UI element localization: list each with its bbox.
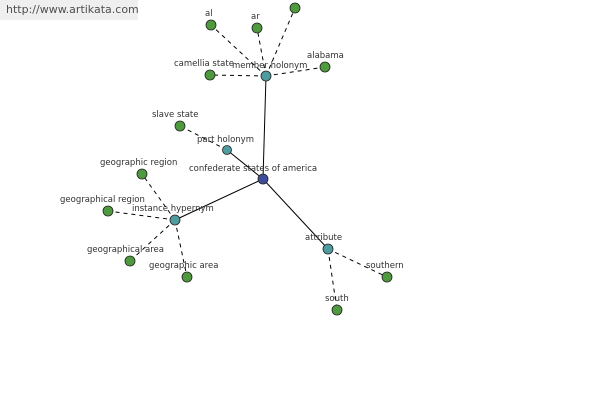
node-geographical-region[interactable] <box>102 205 114 217</box>
node-camellia-state[interactable] <box>204 69 216 81</box>
node-label-alabama: alabama <box>307 51 344 61</box>
node-label-geographic-region: geographic region <box>100 158 177 168</box>
node-unlabeled[interactable] <box>289 2 301 14</box>
edge-member-holonym-to-camellia-state <box>209 74 267 77</box>
edge-attribute-to-south <box>327 248 338 311</box>
edge-instance-hypernym-to-geographical-area <box>129 219 176 262</box>
edge-attribute-to-southern <box>327 248 388 278</box>
node-al[interactable] <box>205 19 217 31</box>
node-instance-hypernym[interactable] <box>169 214 181 226</box>
node-label-ar: ar <box>251 12 260 22</box>
node-label-camellia-state: camellia state <box>174 59 234 69</box>
node-label-instance-hypernym: instance hypernym <box>132 204 214 214</box>
watermark-url: http://www.artikata.com <box>0 0 139 20</box>
node-geographical-area[interactable] <box>124 255 136 267</box>
node-label-southern: southern <box>366 261 404 271</box>
node-geographic-region[interactable] <box>136 168 148 180</box>
edge-root-to-instance-hypernym <box>174 178 264 221</box>
edge-layer <box>107 7 388 311</box>
edge-instance-hypernym-to-geographical-region <box>107 210 176 221</box>
node-root[interactable] <box>257 173 269 185</box>
node-alabama[interactable] <box>319 61 331 73</box>
edge-root-to-attribute <box>262 178 329 250</box>
edge-root-to-part-holonym <box>226 149 264 180</box>
node-label-geographical-region: geographical region <box>60 195 145 205</box>
node-label-geographic-area: geographic area <box>149 261 218 271</box>
node-attribute[interactable] <box>322 243 334 255</box>
edge-member-holonym-to-ar <box>256 27 267 77</box>
edge-instance-hypernym-to-geographic-region <box>141 173 176 221</box>
node-label-geographical-area: geographical area <box>87 245 164 255</box>
edge-root-to-member-holonym <box>262 75 267 180</box>
node-south[interactable] <box>331 304 343 316</box>
label-layer: confederate states of america member holo… <box>60 9 404 304</box>
node-part-holonym[interactable] <box>222 145 232 155</box>
edge-instance-hypernym-to-geographic-area <box>174 219 188 278</box>
node-southern[interactable] <box>381 271 393 283</box>
node-geographic-area[interactable] <box>181 271 193 283</box>
node-label-slave-state: slave state <box>152 110 199 120</box>
node-label-root: confederate states of america <box>189 164 317 174</box>
node-label-south: south <box>325 294 349 304</box>
node-slave-state[interactable] <box>174 120 186 132</box>
edge-part-holonym-to-slave-state <box>179 125 228 151</box>
node-member-holonym[interactable] <box>260 70 272 82</box>
node-ar[interactable] <box>251 22 263 34</box>
node-label-part-holonym: part holonym <box>197 135 254 145</box>
node-layer <box>102 2 393 316</box>
node-label-member-holonym: member holonym <box>232 61 307 71</box>
node-label-al: al <box>205 9 213 19</box>
edge-member-holonym-to-alabama <box>265 66 326 77</box>
node-label-attribute: attribute <box>305 233 342 243</box>
